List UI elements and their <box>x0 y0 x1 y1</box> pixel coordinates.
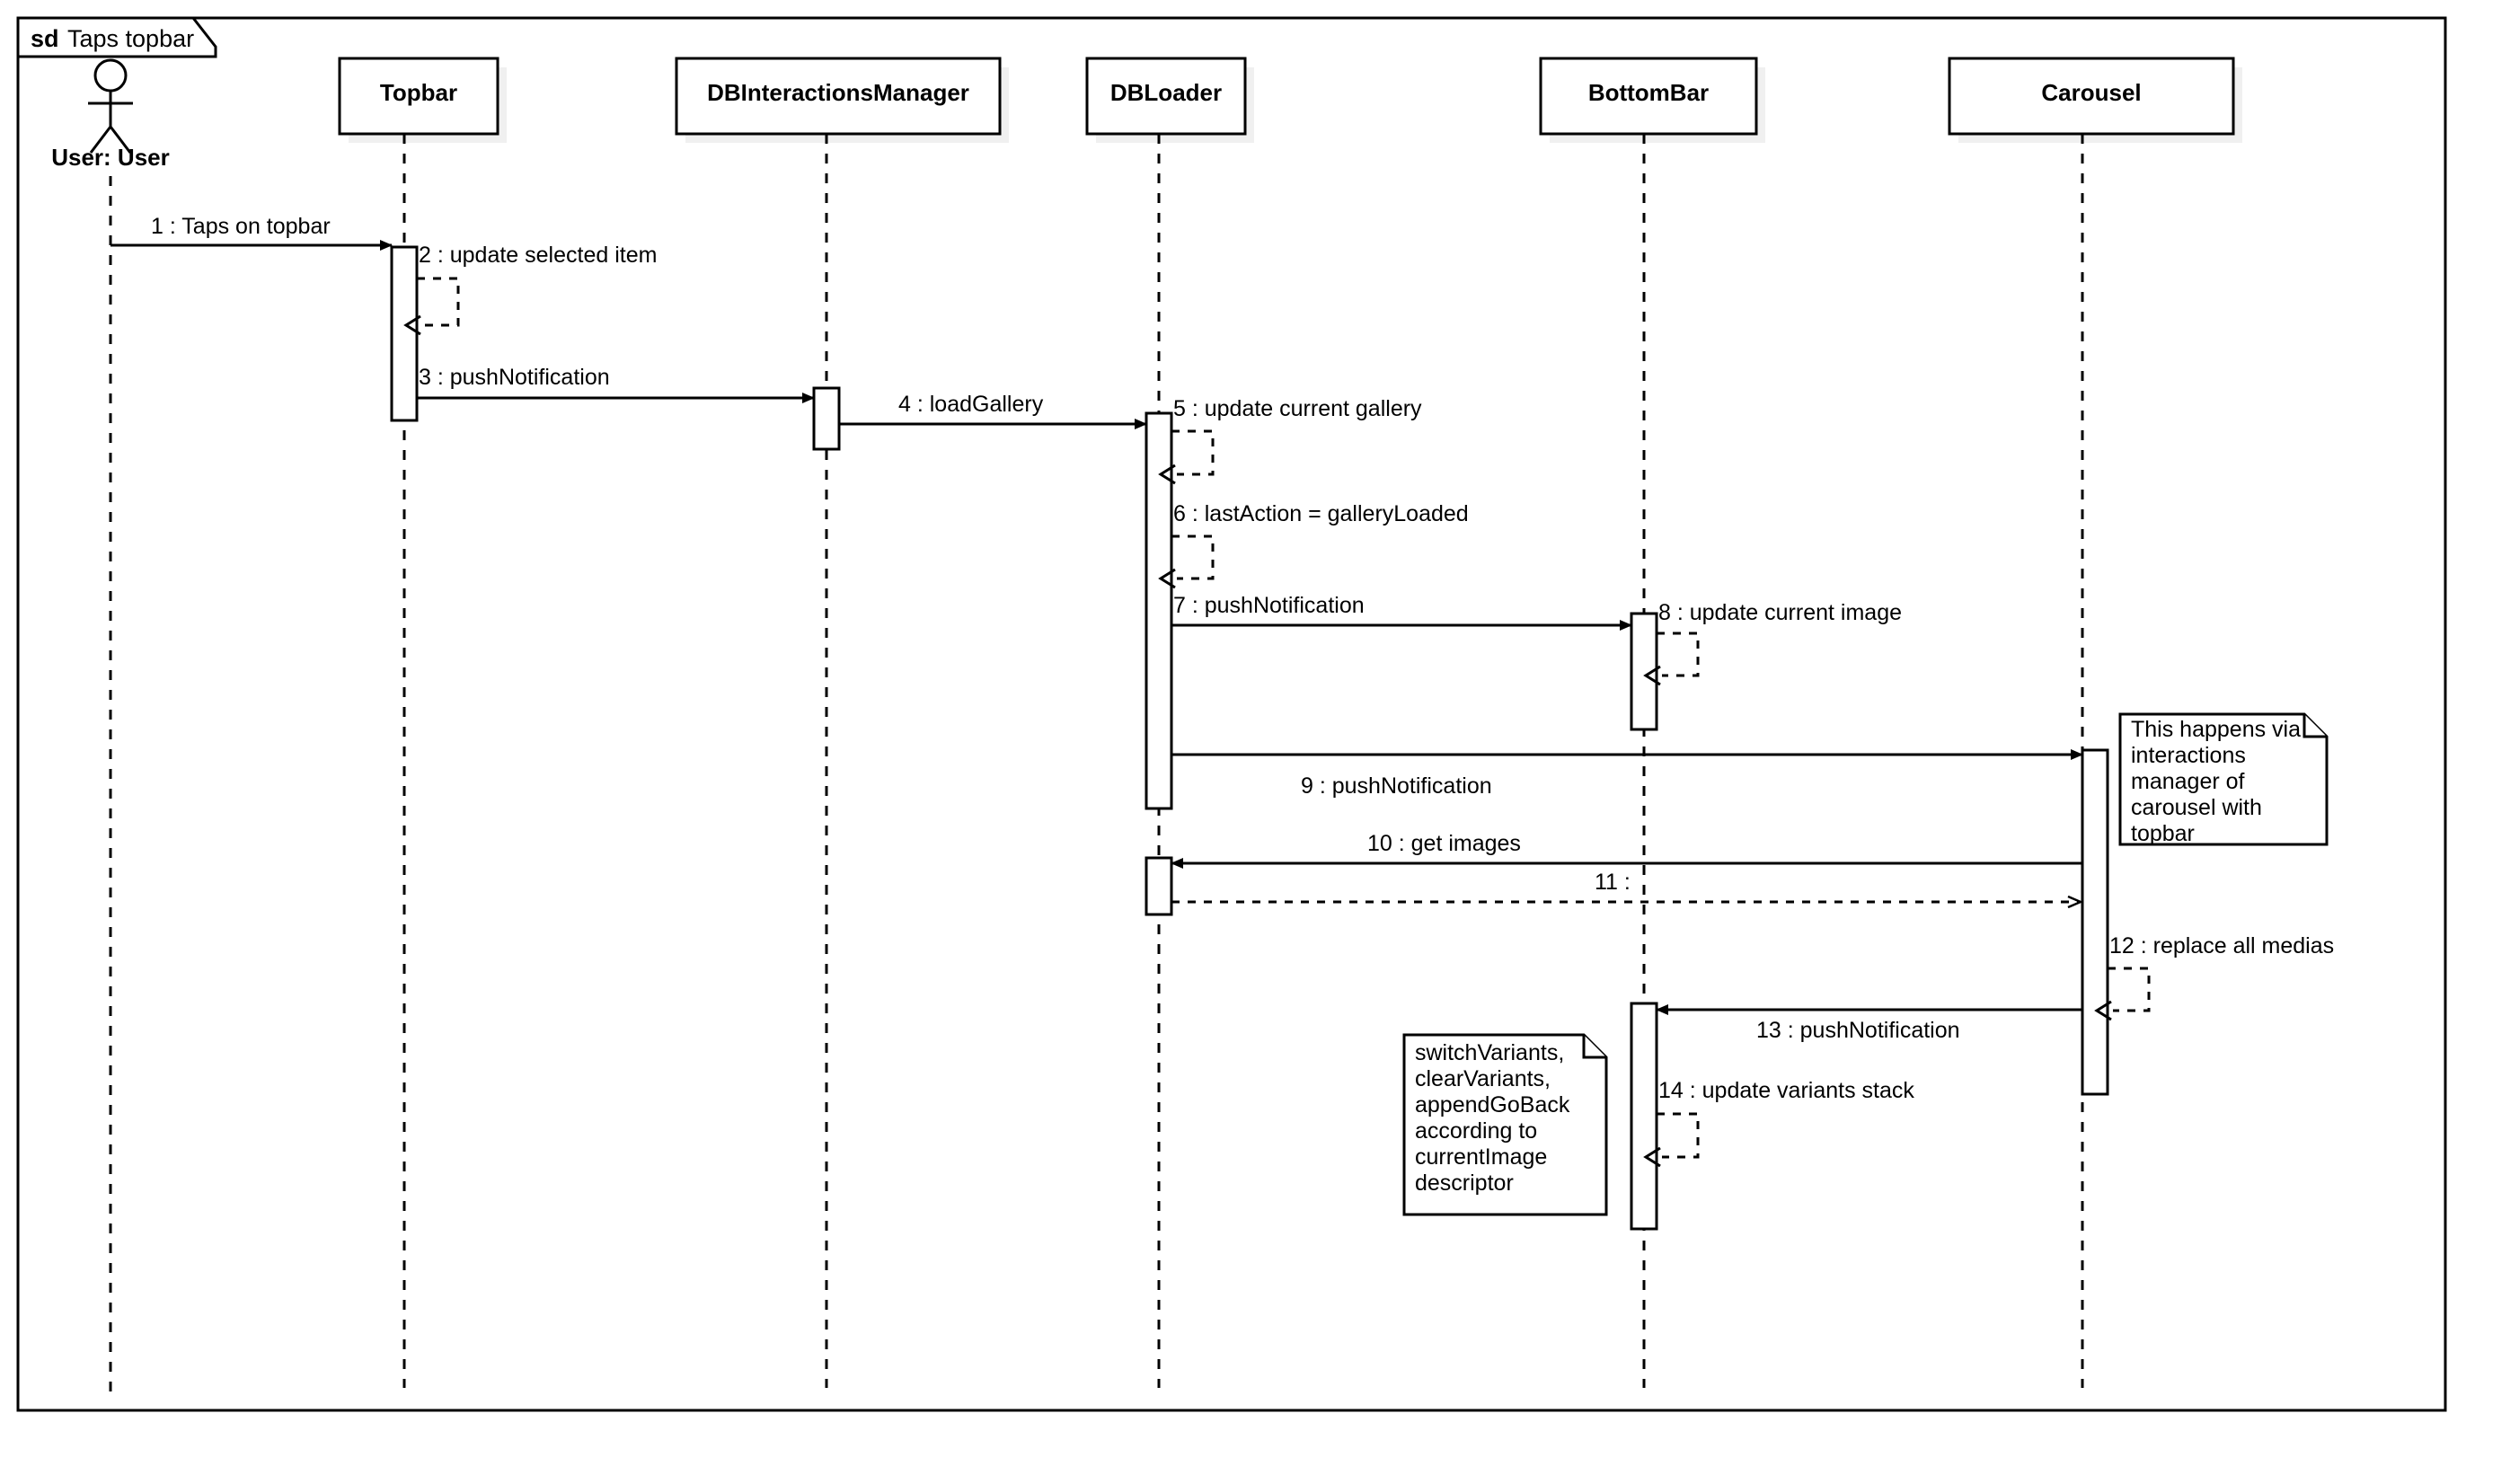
lifeline-head-dbinteractionsmanager[interactable]: DBInteractionsManager <box>675 57 1009 1388</box>
lifeline-label-topbar: Topbar <box>380 79 457 106</box>
message-4[interactable]: 4 : loadGallery <box>839 392 1147 429</box>
message-label-14: 14 : update variants stack <box>1658 1078 1914 1103</box>
message-label-7: 7 : pushNotification <box>1173 593 1365 618</box>
note-carousel-topbar: This happens via interactions manager of… <box>2118 712 2329 846</box>
message-label-2: 2 : update selected item <box>419 243 657 268</box>
message-label-10: 10 : get images <box>1367 831 1521 856</box>
lifeline-label-dbinteractionsmanager: DBInteractionsManager <box>707 79 969 106</box>
note-line: topbar <box>2131 821 2195 846</box>
message-2[interactable]: 2 : update selected item <box>403 243 657 336</box>
note-line: appendGoBack <box>1415 1092 1570 1117</box>
note-line: according to <box>1415 1118 1537 1144</box>
lifeline-label-user: User: User <box>51 144 170 171</box>
message-label-8: 8 : update current image <box>1658 600 1902 625</box>
lifeline-head-topbar[interactable]: Topbar <box>338 57 507 1388</box>
note-line: descriptor <box>1415 1170 1514 1196</box>
note-line: interactions <box>2131 743 2246 768</box>
note-line: switchVariants, <box>1415 1040 1564 1065</box>
message-9[interactable]: 9 : pushNotification <box>1171 749 2083 799</box>
lifeline-label-bottombar: BottomBar <box>1588 79 1709 106</box>
message-3[interactable]: 3 : pushNotification <box>417 365 815 403</box>
note-line: currentImage <box>1415 1144 1547 1170</box>
message-label-9: 9 : pushNotification <box>1301 773 1492 799</box>
message-12[interactable]: 12 : replace all medias <box>2094 933 2334 1021</box>
message-14[interactable]: 14 : update variants stack <box>1643 1078 1914 1168</box>
message-7[interactable]: 7 : pushNotification <box>1171 593 1632 631</box>
activation-bar-bottombar-2 <box>1630 1002 1658 1231</box>
message-10[interactable]: 10 : get images <box>1171 831 2082 869</box>
message-label-13: 13 : pushNotification <box>1756 1018 1960 1043</box>
frame-title-label: Taps topbar <box>67 25 194 52</box>
message-label-3: 3 : pushNotification <box>419 365 610 390</box>
lifeline-label-carousel: Carousel <box>2041 79 2141 106</box>
message-6[interactable]: 6 : lastAction = galleryLoaded <box>1158 501 1469 589</box>
message-label-12: 12 : replace all medias <box>2109 933 2334 958</box>
activation-bar-dbinteractionsmanager <box>812 386 841 451</box>
message-5[interactable]: 5 : update current gallery <box>1158 396 1422 485</box>
diagram-frame: sd Taps topbar <box>16 16 2447 1412</box>
message-label-11: 11 : <box>1595 870 1631 895</box>
stick-figure-actor-icon <box>88 58 133 154</box>
activation-bar-carousel <box>2081 748 2109 1096</box>
message-11[interactable]: 11 : <box>1171 870 2081 902</box>
activation-bar-dbloader-2 <box>1145 856 1173 916</box>
lifeline-head-bottombar[interactable]: BottomBar <box>1539 57 1765 1388</box>
lifeline-head-user[interactable]: User: User <box>51 58 170 1397</box>
message-label-6: 6 : lastAction = galleryLoaded <box>1173 501 1469 526</box>
note-line: clearVariants, <box>1415 1066 1551 1091</box>
message-label-5: 5 : update current gallery <box>1173 396 1422 421</box>
note-line: carousel with <box>2131 795 2262 820</box>
message-1[interactable]: 1 : Taps on topbar <box>110 214 393 251</box>
note-line: manager of <box>2131 769 2245 794</box>
message-8[interactable]: 8 : update current image <box>1643 600 1902 686</box>
activation-bar-dbloader-1 <box>1145 411 1173 810</box>
lifeline-label-dbloader: DBLoader <box>1110 79 1222 106</box>
message-13[interactable]: 13 : pushNotification <box>1656 1004 2082 1043</box>
frame-kind-label: sd <box>31 25 59 52</box>
lifeline-head-dbloader[interactable]: DBLoader <box>1085 57 1254 1388</box>
message-label-4: 4 : loadGallery <box>898 392 1044 417</box>
message-label-1: 1 : Taps on topbar <box>151 214 331 239</box>
lifeline-head-carousel[interactable]: Carousel <box>1948 57 2242 1388</box>
note-variants: switchVariants, clearVariants, appendGoB… <box>1402 1033 1608 1216</box>
activation-bar-topbar <box>390 245 419 422</box>
note-line: This happens via <box>2131 717 2301 742</box>
